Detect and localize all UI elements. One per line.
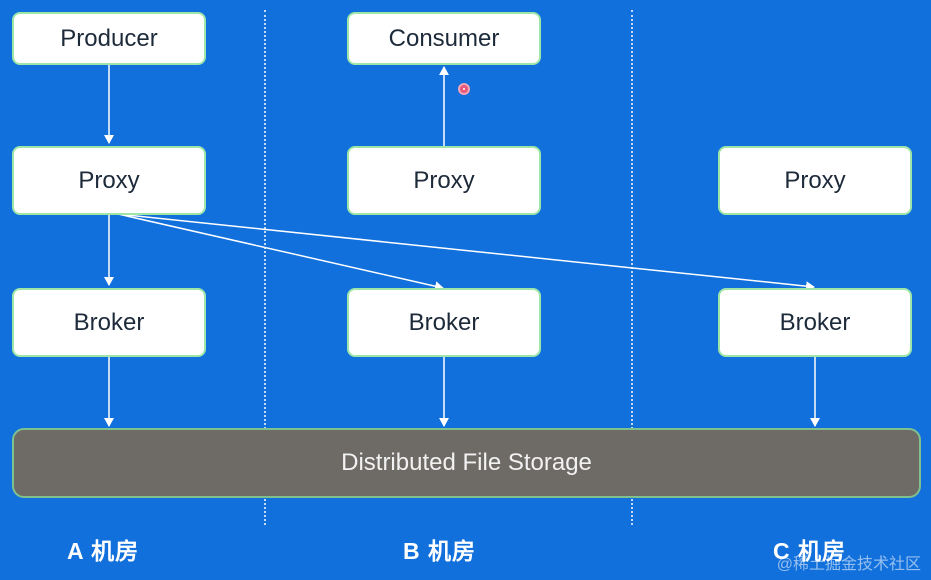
- proxy-node-c: Proxy: [718, 146, 912, 215]
- arrow-proxy-a-to-broker-b: [117, 213, 444, 292]
- room-label-b: B 机房: [403, 538, 476, 564]
- proxy-c-label: Proxy: [784, 166, 846, 194]
- zone-divider-ab: [264, 10, 266, 525]
- pointer-cursor-icon: [458, 83, 470, 95]
- storage-label: Distributed File Storage: [341, 449, 592, 476]
- producer-label: Producer: [60, 24, 158, 52]
- arrow-proxy-a-to-broker-c: [117, 213, 815, 292]
- proxy-a-label: Proxy: [78, 166, 140, 194]
- room-label-c: C 机房: [773, 538, 846, 564]
- proxy-node-b: Proxy: [347, 146, 541, 215]
- consumer-label: Consumer: [388, 24, 500, 52]
- room-label-a: A 机房: [67, 538, 140, 564]
- broker-a-label: Broker: [73, 308, 145, 336]
- broker-node-b: Broker: [347, 288, 541, 357]
- broker-node-c: Broker: [718, 288, 912, 357]
- consumer-node: Consumer: [347, 12, 541, 65]
- watermark-text: @稀土掘金技术社区: [776, 556, 921, 573]
- broker-b-label: Broker: [408, 308, 480, 336]
- proxy-node-a: Proxy: [12, 146, 206, 215]
- broker-c-label: Broker: [779, 308, 851, 336]
- broker-node-a: Broker: [12, 288, 206, 357]
- producer-node: Producer: [12, 12, 206, 65]
- proxy-b-label: Proxy: [413, 166, 475, 194]
- distributed-file-storage: Distributed File Storage: [12, 428, 921, 498]
